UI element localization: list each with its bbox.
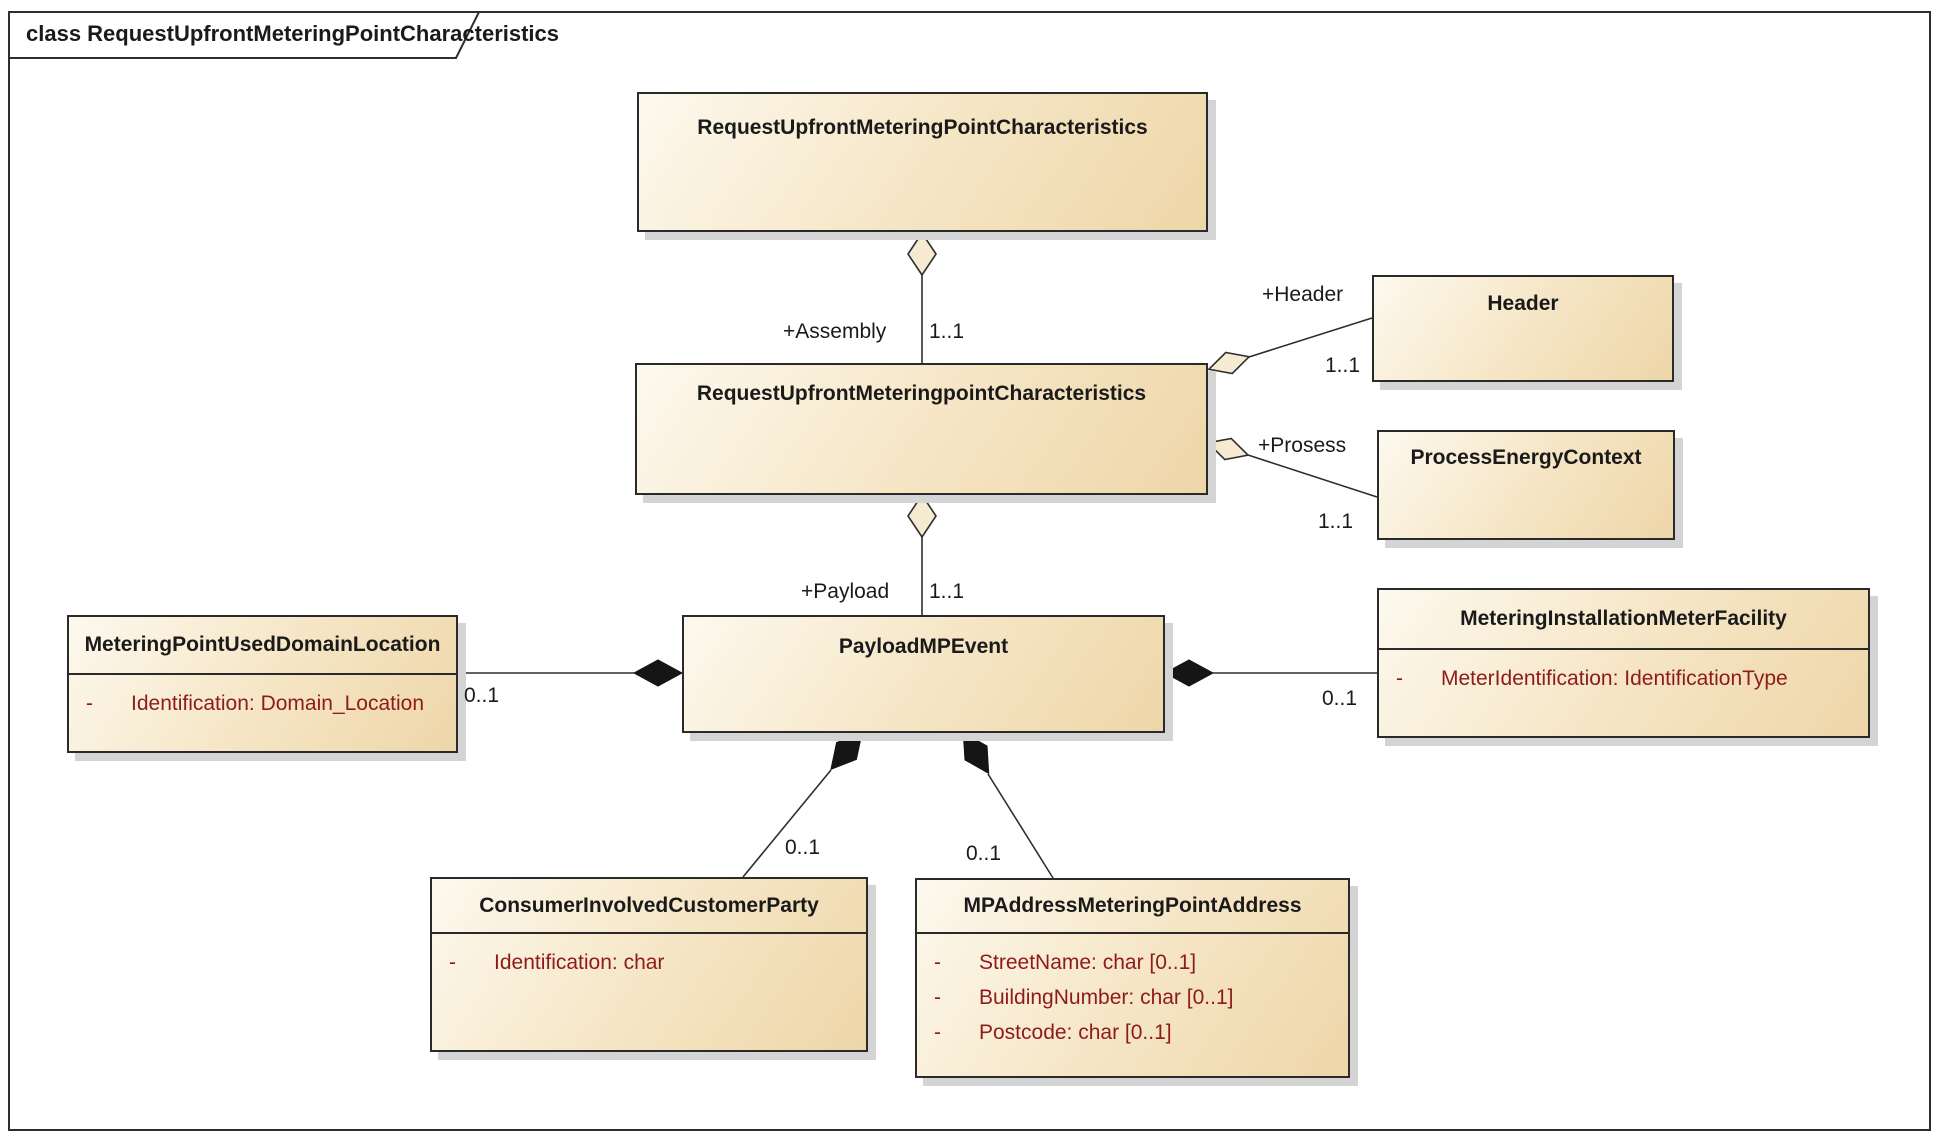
customer-party-composition-diamond-icon [830, 731, 863, 771]
class-name: MPAddressMeteringPointAddress [917, 880, 1348, 934]
class-metering-point-used-domain-location[interactable]: MeteringPointUsedDomainLocation - Identi… [67, 615, 458, 753]
prosess-connector [1247, 454, 1378, 498]
class-header[interactable]: Header [1372, 275, 1674, 382]
mp-address-connector [987, 773, 1054, 879]
payload-role-label: +Payload [801, 580, 890, 603]
class-name: ConsumerInvolvedCustomerParty [432, 879, 866, 934]
header-connector [1248, 317, 1373, 358]
header-multiplicity-label: 1..1 [1325, 354, 1361, 377]
attribute: - BuildingNumber: char [0..1] [934, 986, 1234, 1009]
prosess-role-label: +Prosess [1258, 434, 1347, 457]
customer-party-connector [742, 769, 832, 878]
assembly-multiplicity-label: 1..1 [929, 320, 965, 343]
meter-facility-composition-diamond-icon [1163, 659, 1215, 687]
diagram-title: class RequestUpfrontMeteringPointCharact… [26, 21, 560, 46]
prosess-aggregation-diamond-icon [1206, 437, 1250, 461]
diagram-title-tab [8, 11, 481, 59]
class-name: PayloadMPEvent [838, 635, 1009, 658]
customer-party-multiplicity-label: 0..1 [785, 836, 821, 859]
attribute: - Postcode: char [0..1] [934, 1021, 1172, 1044]
class-name: MeteringPointUsedDomainLocation [69, 617, 456, 675]
meter-facility-multiplicity-label: 0..1 [1322, 687, 1358, 710]
assembly-aggregation-diamond-icon [907, 231, 937, 277]
mp-address-composition-diamond-icon [962, 731, 990, 775]
prosess-multiplicity-label: 1..1 [1318, 510, 1354, 533]
attribute: - StreetName: char [0..1] [934, 951, 1197, 974]
class-name: Header [1487, 292, 1559, 315]
mp-address-multiplicity-label: 0..1 [966, 842, 1002, 865]
class-consumer-involved-customer-party[interactable]: ConsumerInvolvedCustomerParty - Identifi… [430, 877, 868, 1052]
class-request-upfront-meteringpoint-characteristics[interactable]: RequestUpfrontMeteringpointCharacteristi… [635, 363, 1208, 495]
class-name: RequestUpfrontMeteringPointCharacteristi… [697, 116, 1148, 139]
attribute: - Identification: char [449, 951, 665, 974]
class-mp-address-metering-point-address[interactable]: MPAddressMeteringPointAddress - StreetNa… [915, 878, 1350, 1078]
diagram-frame [8, 11, 1931, 1131]
class-name: MeteringInstallationMeterFacility [1379, 590, 1868, 650]
attribute: - MeterIdentification: IdentificationTyp… [1396, 667, 1788, 690]
header-role-label: +Header [1262, 283, 1344, 306]
attribute: - Identification: Domain_Location [86, 692, 425, 715]
payload-multiplicity-label: 1..1 [929, 580, 965, 603]
domain-location-multiplicity-label: 0..1 [464, 684, 500, 707]
header-aggregation-diamond-icon [1207, 351, 1251, 375]
class-request-upfront-metering-point-characteristics[interactable]: RequestUpfrontMeteringPointCharacteristi… [637, 92, 1208, 232]
payload-aggregation-diamond-icon [907, 493, 937, 539]
class-process-energy-context[interactable]: ProcessEnergyContext [1377, 430, 1675, 540]
assembly-role-label: +Assembly [783, 320, 887, 343]
class-name: ProcessEnergyContext [1410, 446, 1642, 469]
class-name: RequestUpfrontMeteringpointCharacteristi… [696, 382, 1147, 405]
class-metering-installation-meter-facility[interactable]: MeteringInstallationMeterFacility - Mete… [1377, 588, 1870, 738]
class-payload-mp-event[interactable]: PayloadMPEvent [682, 615, 1165, 733]
domain-location-composition-diamond-icon [632, 659, 684, 687]
